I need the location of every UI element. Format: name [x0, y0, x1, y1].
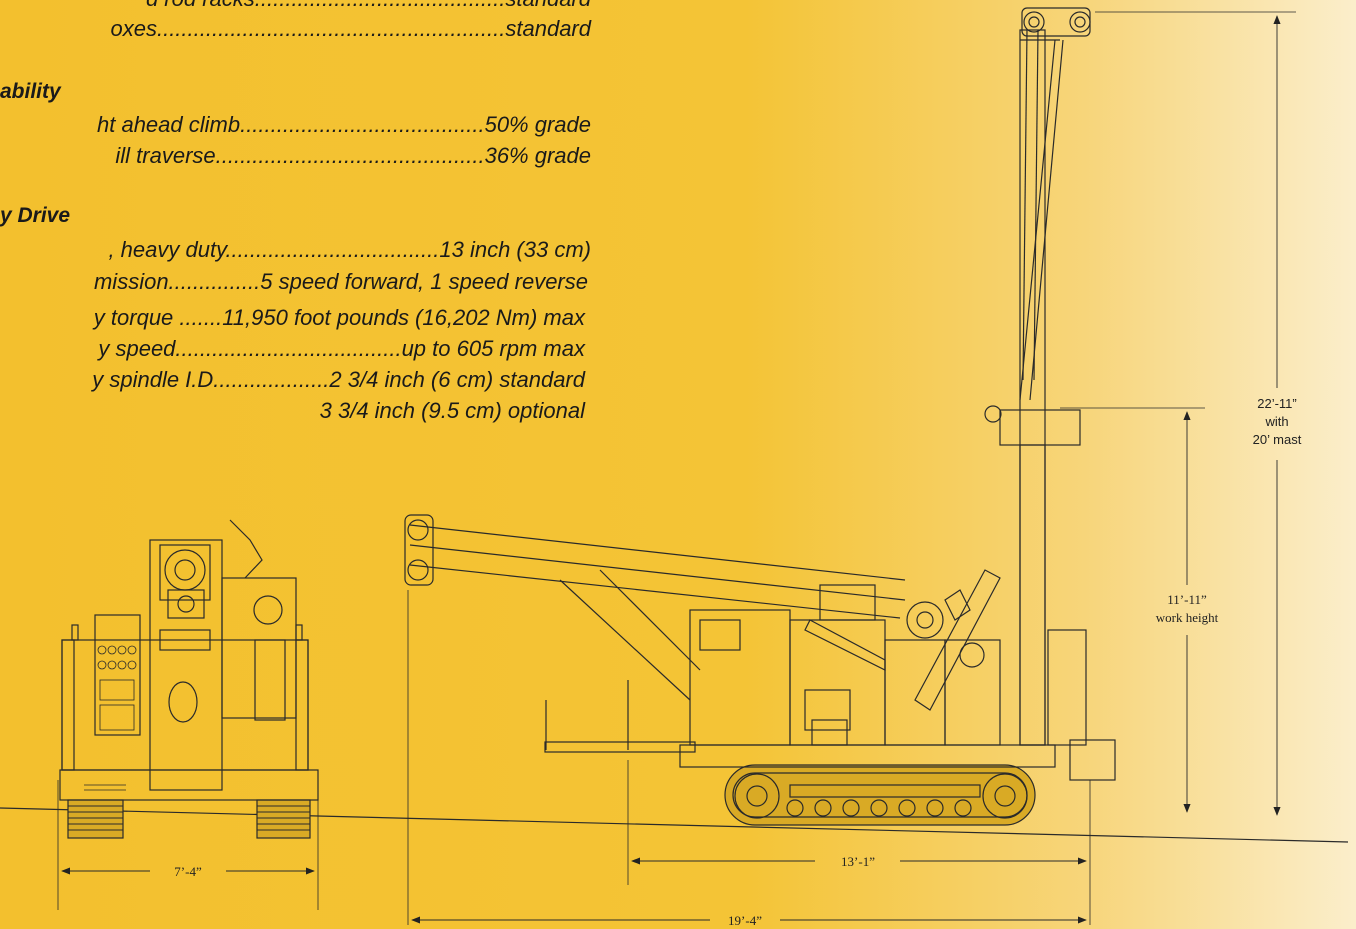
spec-line-rod-racks: d rod racks.............................…	[146, 0, 591, 10]
side-view-machine	[404, 7, 1116, 826]
dim-mast-height-value: 22’-11”	[1257, 396, 1297, 411]
dim-overall-length-label: 19’-4”	[728, 913, 762, 928]
dim-width-label: 7’-4”	[174, 864, 202, 879]
spec-line-transmission: mission...............5 speed forward, 1…	[93, 269, 588, 294]
spec-line-spindle-optional: 3 3/4 inch (9.5 cm) optional	[319, 398, 585, 423]
spec-line-boxes: oxes....................................…	[110, 16, 592, 41]
spec-line-heavy-duty: , heavy duty............................…	[108, 237, 591, 262]
spec-line-spindle: y spindle I.D...................2 3/4 in…	[92, 367, 585, 392]
dim-track-length-label: 13’-1”	[841, 854, 875, 869]
front-view-machine	[59, 519, 319, 839]
spec-line-speed: y speed.................................…	[98, 336, 585, 361]
spec-line-hill-traverse: ill traverse............................…	[115, 143, 591, 168]
spec-line-straight-climb: ht ahead climb..........................…	[97, 112, 591, 137]
dim-mast-height-with: with	[1264, 414, 1288, 429]
gradeability-heading: ability	[0, 80, 61, 103]
dim-work-height-label: work height	[1156, 610, 1219, 625]
ground-line	[0, 807, 1349, 843]
spec-line-torque: y torque .......11,950 foot pounds (16,2…	[93, 305, 585, 330]
dim-mast-height-mast: 20’ mast	[1253, 432, 1302, 447]
rotary-drive-heading: y Drive	[0, 204, 71, 227]
dim-work-height-value: 11’-11”	[1167, 592, 1207, 607]
